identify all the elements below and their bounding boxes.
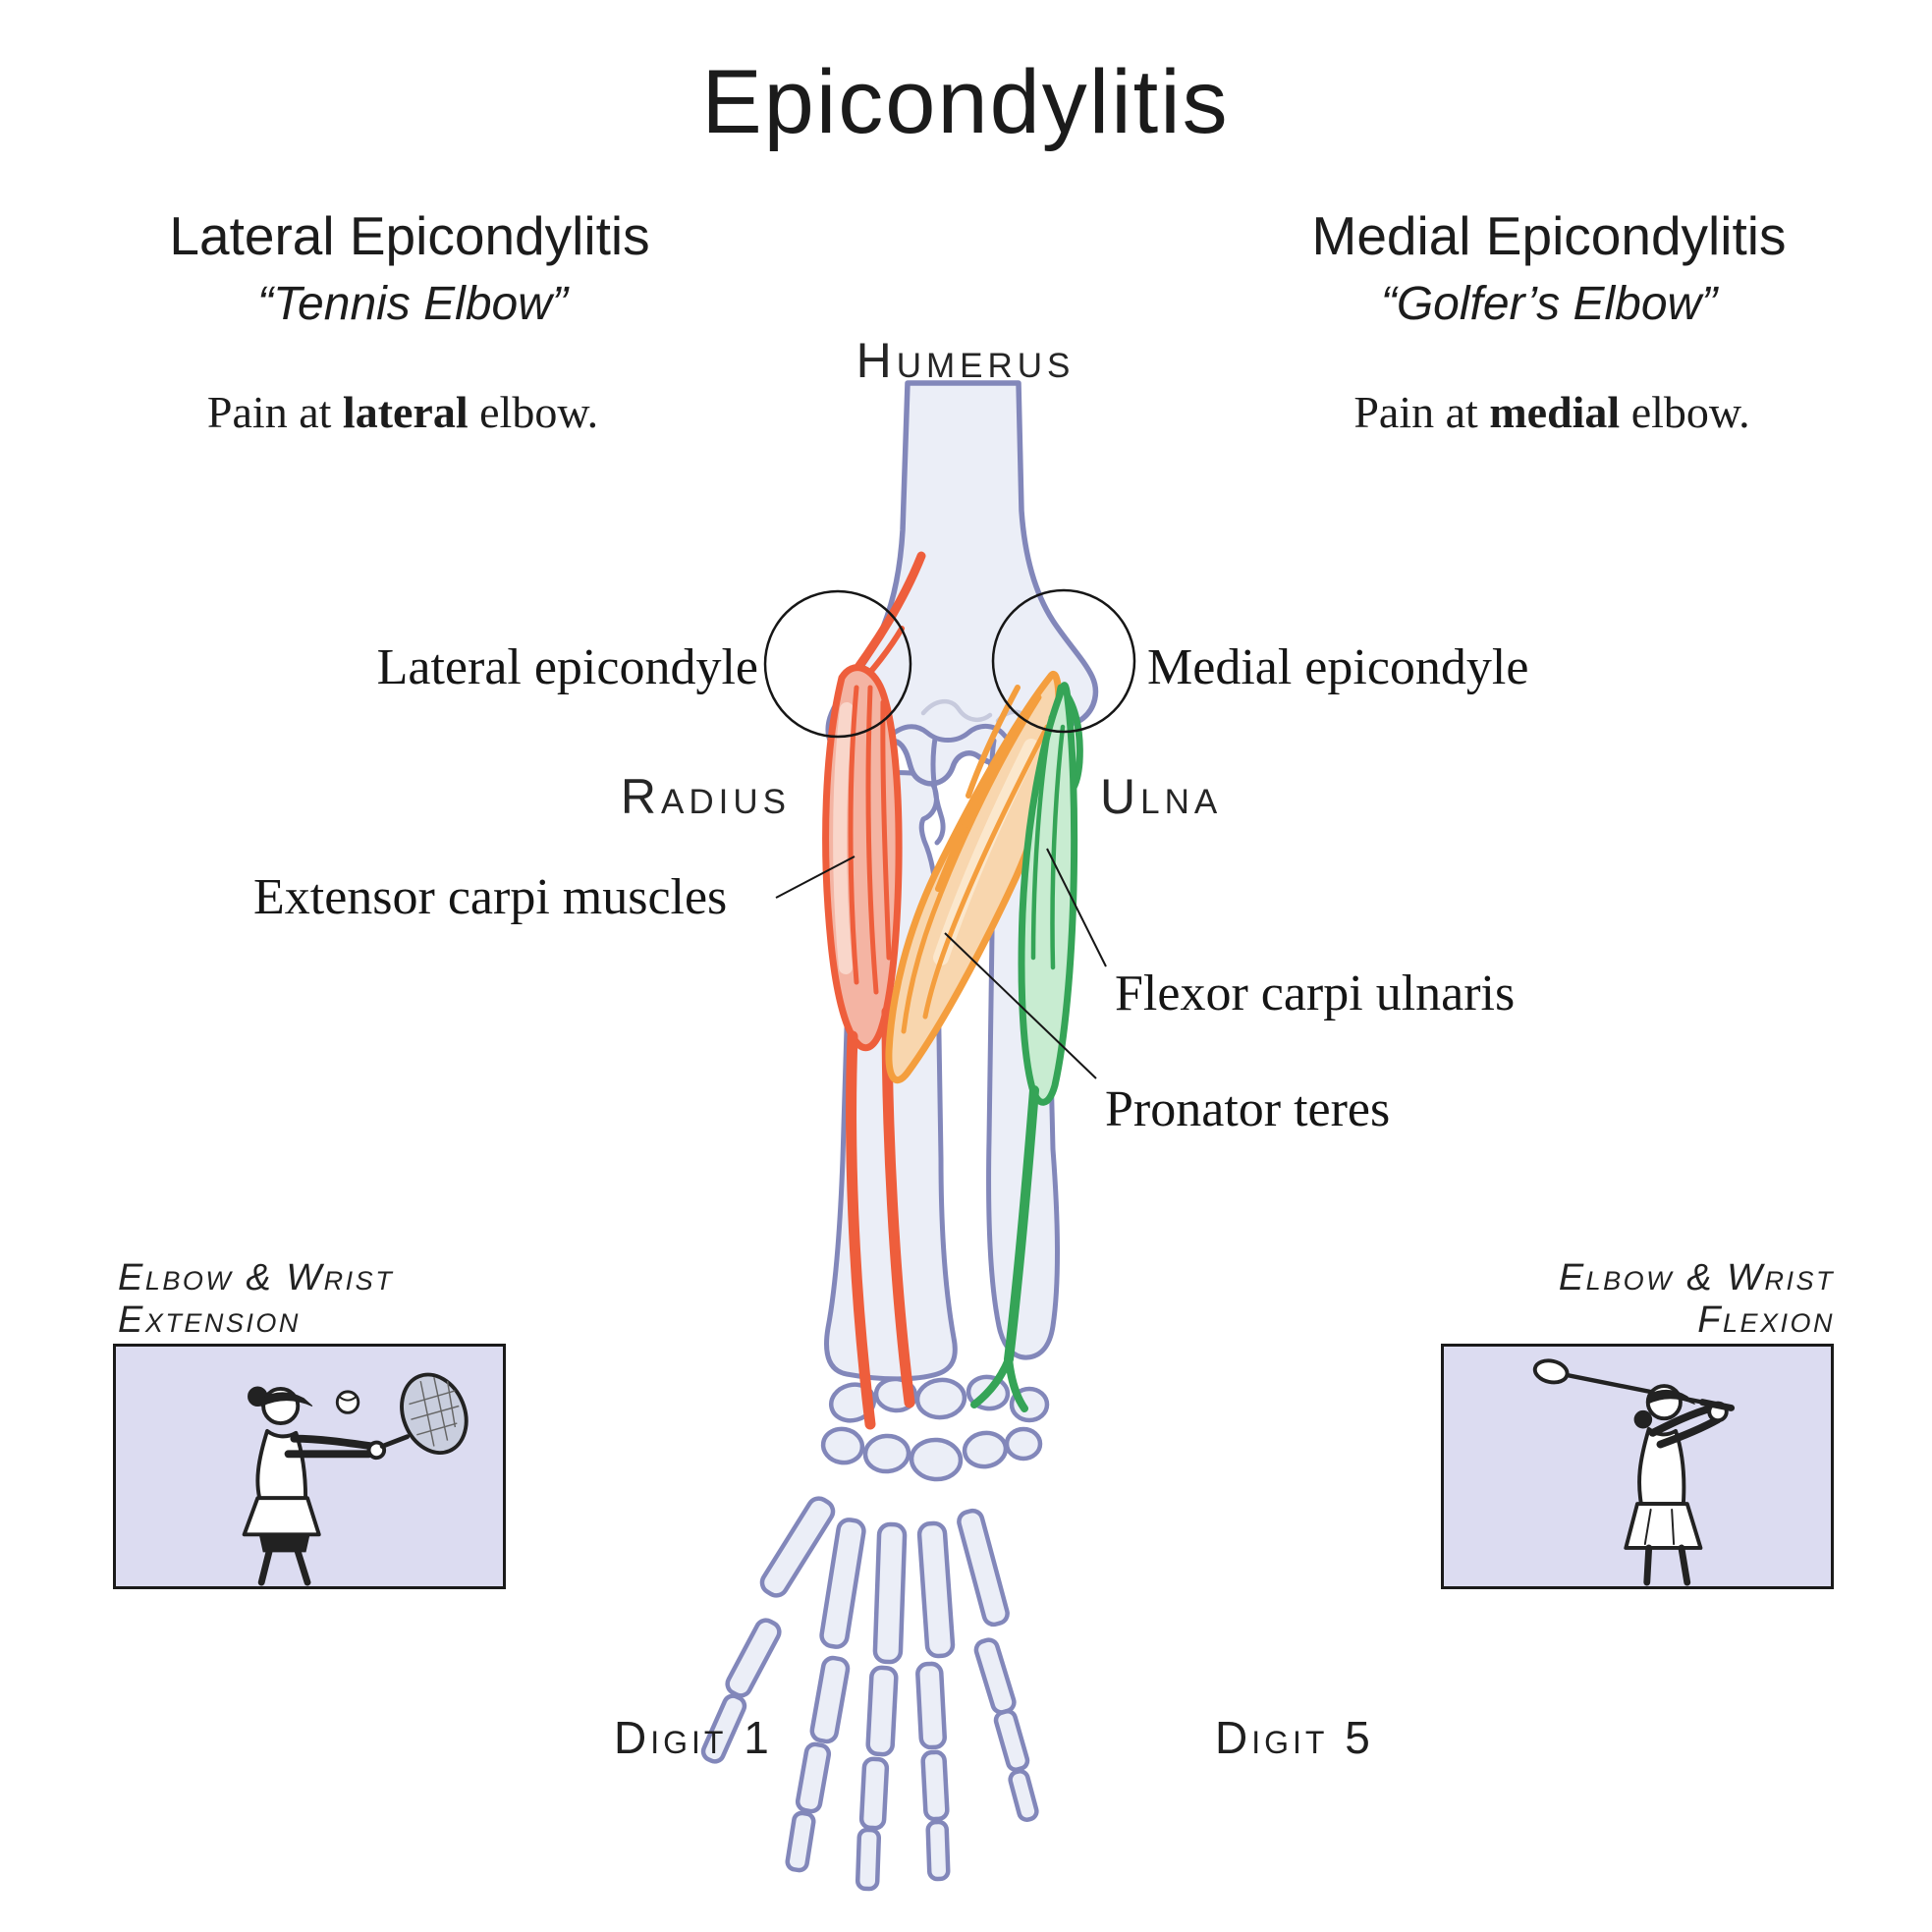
player-leg [257,1548,273,1586]
skirt-pleat [1671,1508,1676,1546]
golfer-leg [1678,1544,1691,1586]
pronator-teres-shape [885,671,1063,1083]
pain-prefix: Pain at [1353,387,1490,437]
racket-handle [379,1434,410,1449]
visor-icon [260,1392,313,1408]
player-shorts [258,1533,310,1553]
golfer-illustration [1532,1358,1736,1586]
player-leg [294,1548,311,1586]
player-skirt [242,1496,321,1537]
golf-club-head [1532,1358,1570,1385]
club-grip [1698,1399,1736,1411]
lateral-epicondyle-label: Lateral epicondyle [376,639,758,695]
page-title: Epicondylitis [701,52,1230,152]
tennis-player-panel [113,1344,506,1589]
pain-emphasis: lateral [342,387,469,437]
pain-emphasis: medial [1489,387,1621,437]
golfer-arm [1656,1415,1722,1449]
medial-epicondyle-label: Medial epicondyle [1147,639,1529,695]
golfer-torso [1637,1426,1686,1507]
pain-suffix: elbow. [1620,387,1750,437]
carpal-bones [820,1374,1050,1482]
player-torso [255,1428,308,1501]
tennis-elbow-nickname: “Tennis Elbow” [257,278,568,330]
racket-strings [409,1377,460,1447]
golf-club-shaft [1556,1371,1725,1408]
flexor-leader-line [1046,848,1107,967]
extensor-leader-line [775,856,856,899]
ulna-label: Ulna [1100,769,1223,824]
pronator-leader-line [944,932,1097,1079]
digit-5-label: Digit 5 [1215,1712,1374,1763]
extensor-carpi-muscles-label: Extensor carpi muscles [253,869,728,925]
flexion-caption-line2: Flexion [1697,1299,1835,1342]
lateral-epicondyle-circle [763,589,912,739]
golfer-panel [1441,1344,1834,1589]
player-arm [290,1434,377,1451]
lateral-epicondylitis-heading: Lateral Epicondylitis [169,205,650,266]
ponytail [1633,1409,1653,1429]
golfer-arm [1648,1404,1717,1437]
tennis-player-illustration [242,1372,469,1586]
golfer-skirt [1624,1502,1703,1550]
visor-icon [1646,1389,1695,1406]
extension-caption-line1: Elbow & Wrist [118,1257,395,1298]
flexor-carpi-ulnaris-label: Flexor carpi ulnaris [1115,966,1516,1021]
extension-caption: Elbow & Wrist Extension [118,1257,394,1343]
radius-label: Radius [620,769,791,824]
humerus-label: Humerus [856,333,1076,388]
tennis-ball [335,1390,360,1414]
digit-1-label: Digit 1 [614,1712,773,1763]
medial-epicondylitis-heading: Medial Epicondylitis [1311,205,1787,266]
flexion-caption: Elbow & Wrist Flexion [1442,1257,1835,1343]
pain-suffix: elbow. [468,387,599,437]
skirt-pleat [1643,1508,1652,1546]
pronator-teres-label: Pronator teres [1105,1081,1391,1137]
pain-prefix: Pain at [206,387,343,437]
flexor-carpi-ulnaris-shape [970,682,1083,1412]
lateral-pain-note: Pain at lateral elbow. [207,386,598,438]
metacarpal-bones [759,1496,1010,1665]
medial-pain-note: Pain at medial elbow. [1353,386,1749,438]
golfer-leg [1643,1544,1653,1586]
finger-bones [700,1618,1039,1892]
golfers-elbow-nickname: “Golfer’s Elbow” [1380,278,1718,330]
medial-epicondyle-circle [991,588,1136,734]
extension-caption-line2: Extension [118,1299,301,1342]
ball-seam [338,1395,358,1402]
flexion-caption-line1: Elbow & Wrist [1558,1257,1835,1298]
